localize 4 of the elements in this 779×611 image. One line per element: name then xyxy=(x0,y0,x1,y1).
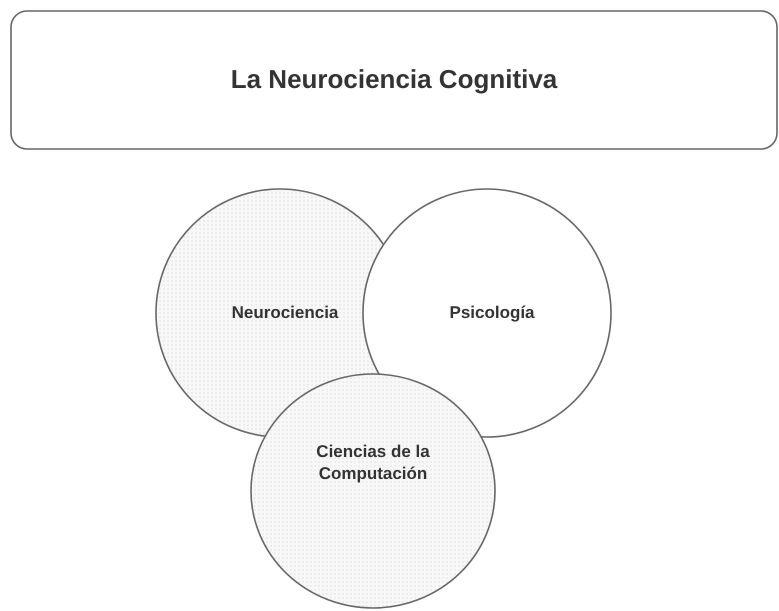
title-text: La Neurociencia Cognitiva xyxy=(230,63,558,96)
circle-label: Ciencias de la Computación xyxy=(315,440,431,485)
circle-label: Psicología xyxy=(449,302,535,324)
circle-label: Neurociencia xyxy=(232,302,338,324)
